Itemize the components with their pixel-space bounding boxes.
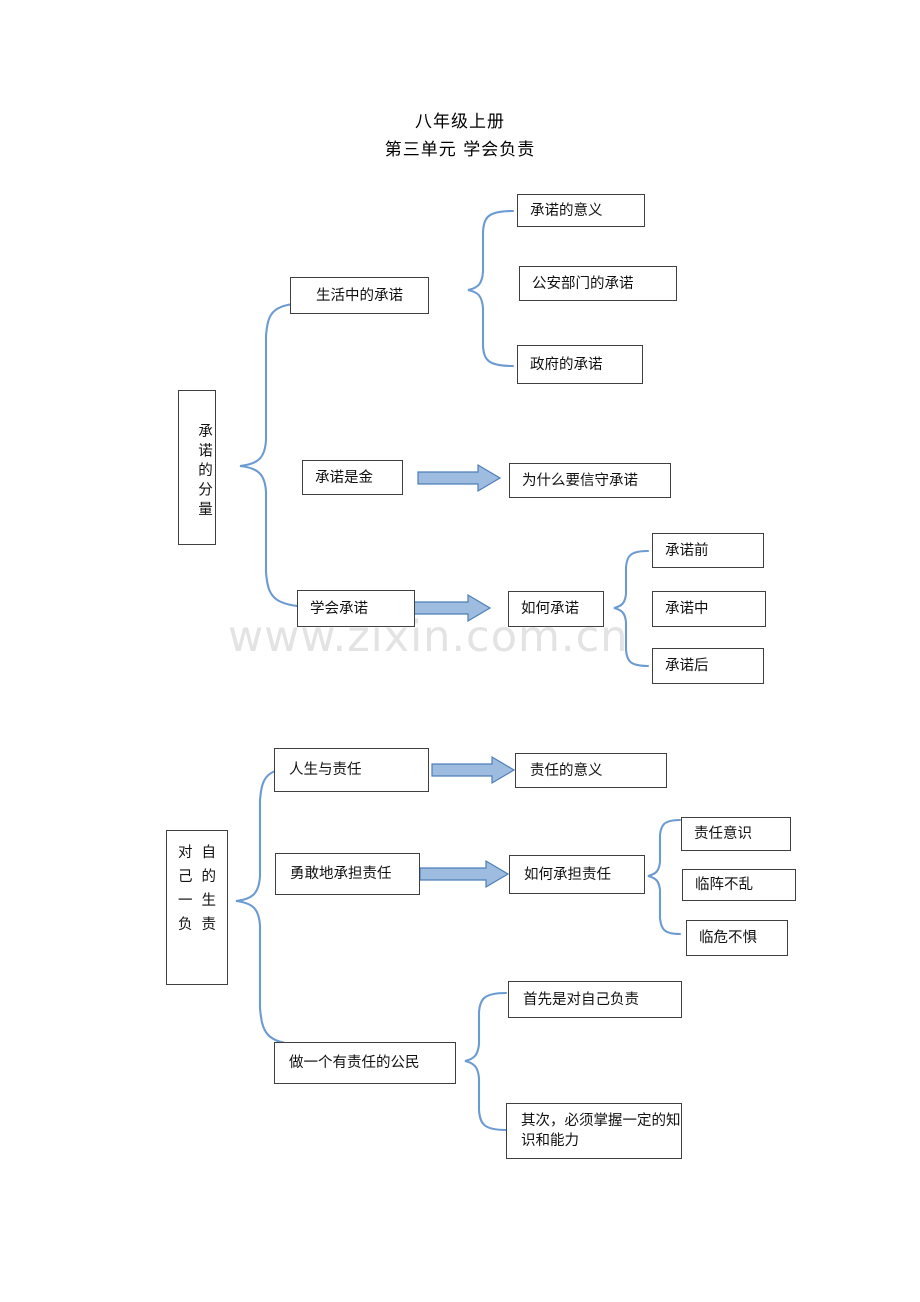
diagram2-root-cell-1: 自	[201, 845, 217, 861]
diagram1-grandchild-during-label: 承诺中	[665, 601, 709, 617]
diagram2-root-cell-4: 一	[178, 893, 193, 909]
brace-diagram1-main	[239, 301, 315, 609]
diagram2-child-howbear-label: 如何承担责任	[524, 866, 611, 883]
diagram2-child-howbear[interactable]: 如何承担责任	[509, 855, 645, 894]
diagram1-root-label: 承诺的分量	[196, 423, 212, 521]
diagram1-branch-gold-label: 承诺是金	[315, 469, 373, 486]
diagram1-child-government-label: 政府的承诺	[530, 356, 603, 373]
diagram2-root-cell-0: 对	[178, 845, 193, 861]
diagram1-child-howpromise[interactable]: 如何承诺	[508, 591, 604, 627]
diagram2-root-cell-7: 责	[201, 917, 217, 933]
diagram1-branch-gold[interactable]: 承诺是金	[302, 460, 403, 495]
diagram1-child-police[interactable]: 公安部门的承诺	[519, 266, 677, 301]
diagram1-child-government[interactable]: 政府的承诺	[517, 345, 643, 384]
diagram1-branch-learn[interactable]: 学会承诺	[297, 590, 415, 627]
diagram1-child-whykeep-label: 为什么要信守承诺	[522, 472, 638, 489]
diagram2-child-knowledge-label: 其次，必须掌握一定的知识和能力	[521, 1113, 681, 1149]
diagram2-grandchild-awareness-label: 责任意识	[694, 826, 752, 842]
page-title: 八年级上册 第三单元 学会负责	[0, 108, 920, 164]
diagram2-branch-liferesp-label: 人生与责任	[289, 762, 362, 778]
diagram2-child-respmeaning-label: 责任的意义	[530, 762, 603, 779]
diagram2-branch-citizen[interactable]: 做一个有责任的公民	[274, 1042, 456, 1084]
diagram1-grandchild-during[interactable]: 承诺中	[652, 591, 766, 627]
diagram2-root-cell-5: 生	[201, 893, 217, 909]
diagram2-child-knowledge[interactable]: 其次，必须掌握一定的知识和能力	[506, 1103, 682, 1159]
brace-diagram1-life	[467, 209, 515, 368]
arrow-bravely-bear	[419, 859, 510, 889]
title-line-2: 第三单元 学会负责	[384, 140, 536, 160]
diagram1-grandchild-before-label: 承诺前	[665, 542, 709, 559]
arrow-life-responsibility	[431, 755, 516, 785]
diagram2-branch-liferesp[interactable]: 人生与责任	[274, 748, 429, 792]
diagram2-root-box[interactable]: 对 自 己 的 一 生 负 责	[166, 830, 228, 985]
diagram2-grandchild-fearless-label: 临危不惧	[699, 930, 757, 946]
diagram1-branch-learn-label: 学会承诺	[310, 600, 368, 617]
diagram2-branch-brave-label: 勇敢地承担责任	[290, 866, 392, 882]
diagram2-root-cell-2: 己	[178, 869, 193, 885]
arrow-promise-gold	[417, 463, 502, 493]
diagram2-root-cell-6: 负	[178, 917, 193, 933]
brace-diagram2-main	[235, 766, 302, 1047]
diagram2-grandchild-calm[interactable]: 临阵不乱	[682, 869, 796, 901]
diagram1-child-whykeep[interactable]: 为什么要信守承诺	[509, 463, 671, 498]
brace-diagram2-citizen	[464, 991, 508, 1132]
diagram1-branch-life-label: 生活中的承诺	[316, 287, 403, 304]
diagram2-grandchild-awareness[interactable]: 责任意识	[681, 817, 791, 851]
diagram2-grandchild-calm-label: 临阵不乱	[695, 877, 753, 893]
diagram2-root-cell-3: 的	[201, 869, 217, 885]
diagram1-child-police-label: 公安部门的承诺	[532, 275, 634, 292]
diagram2-branch-brave[interactable]: 勇敢地承担责任	[275, 853, 420, 895]
diagram1-child-meaning[interactable]: 承诺的意义	[517, 194, 645, 227]
diagram2-child-respmeaning[interactable]: 责任的意义	[515, 753, 667, 788]
diagram1-child-meaning-label: 承诺的意义	[530, 202, 603, 219]
diagram2-child-selfresp[interactable]: 首先是对自己负责	[508, 981, 682, 1018]
diagram1-root-box[interactable]: 承诺的分量	[178, 390, 216, 545]
diagram1-branch-life[interactable]: 生活中的承诺	[290, 277, 429, 314]
title-line-1: 八年级上册	[415, 112, 505, 132]
diagram1-grandchild-after-label: 承诺后	[665, 658, 709, 674]
diagram2-child-selfresp-label: 首先是对自己负责	[523, 991, 639, 1008]
diagram2-grandchild-fearless[interactable]: 临危不惧	[686, 920, 788, 956]
diagram1-grandchild-before[interactable]: 承诺前	[652, 533, 764, 568]
diagram1-child-howpromise-label: 如何承诺	[521, 601, 579, 617]
diagram2-branch-citizen-label: 做一个有责任的公民	[289, 1055, 420, 1071]
diagram1-grandchild-after[interactable]: 承诺后	[652, 648, 764, 684]
brace-diagram2-how	[647, 818, 682, 936]
